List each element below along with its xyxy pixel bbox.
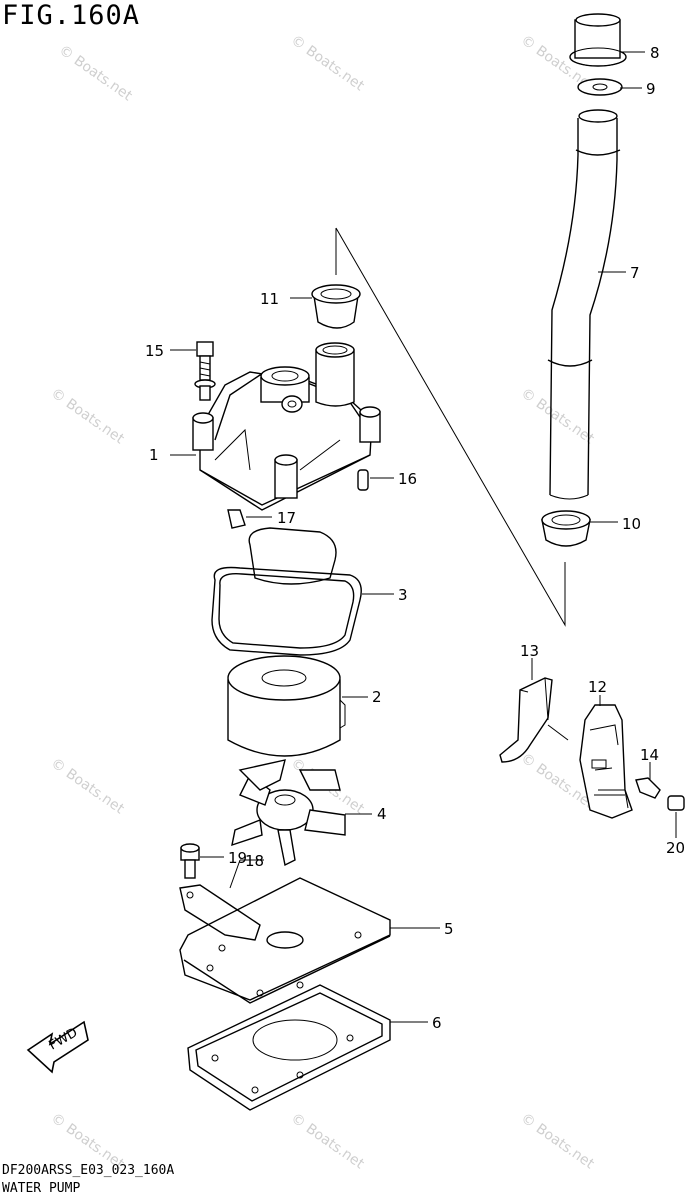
callout-2: 2	[372, 688, 382, 706]
watermark: © Boats.net	[288, 1110, 368, 1172]
part-13-bracket	[499, 677, 569, 763]
callout-10: 10	[622, 515, 641, 533]
part-8-grommet	[569, 13, 627, 67]
part-17-key	[227, 509, 246, 529]
callout-3: 3	[398, 586, 408, 604]
callout-17: 17	[277, 509, 296, 527]
callout-11: 11	[260, 290, 279, 308]
assembly-lines	[335, 227, 566, 627]
part-14-screw	[635, 777, 661, 799]
part-9-washer	[577, 78, 623, 96]
callout-1: 1	[149, 446, 159, 464]
watermark: © Boats.net	[48, 755, 128, 817]
part-4-impeller	[231, 759, 346, 867]
callout-7: 7	[630, 264, 640, 282]
figure-code: DF200ARSS_E03_023_160A	[2, 1163, 175, 1178]
callout-13: 13	[520, 642, 539, 660]
callout-8: 8	[650, 44, 660, 62]
part-18-plate	[179, 884, 261, 941]
part-19-bolt	[180, 843, 200, 879]
watermarks: © Boats.net © Boats.net © Boats.net © Bo…	[48, 32, 598, 1172]
callout-5: 5	[444, 920, 454, 938]
part-20-nut	[667, 795, 685, 811]
part-2-liner	[227, 655, 346, 757]
callouts: 1 2 3 4 5 6 7 8 9 10 11 12 13 14 15 16 1…	[145, 44, 685, 1032]
callout-6: 6	[432, 1014, 442, 1032]
part-16-pin	[357, 469, 369, 491]
part-3-gasket	[211, 527, 362, 656]
figure-name: WATER PUMP	[2, 1181, 81, 1196]
part-15-bolt	[194, 341, 216, 401]
callout-14: 14	[640, 746, 659, 764]
watermark: © Boats.net	[56, 42, 136, 104]
fwd-arrow: FWD	[26, 1020, 89, 1074]
part-6-gasket	[187, 984, 391, 1111]
part-7-water-tube	[547, 109, 621, 500]
callout-19: 19	[228, 849, 247, 867]
callout-18: 18	[245, 852, 264, 870]
callout-4: 4	[377, 805, 387, 823]
leader-lines	[170, 51, 677, 1023]
part-12-intake-cover	[579, 704, 633, 819]
part-11-grommet	[311, 284, 361, 329]
part-5-pump-plate	[179, 877, 391, 1004]
callout-12: 12	[588, 678, 607, 696]
watermark: © Boats.net	[48, 385, 128, 447]
watermark: © Boats.net	[518, 1110, 598, 1172]
callout-20: 20	[666, 839, 685, 857]
part-1-pump-case	[192, 342, 381, 511]
callout-9: 9	[646, 80, 656, 98]
watermark: © Boats.net	[518, 385, 598, 447]
callout-16: 16	[398, 470, 417, 488]
watermark: © Boats.net	[288, 32, 368, 94]
figure-title: FIG.160A	[2, 0, 141, 31]
part-10-grommet	[541, 510, 591, 547]
callout-15: 15	[145, 342, 164, 360]
